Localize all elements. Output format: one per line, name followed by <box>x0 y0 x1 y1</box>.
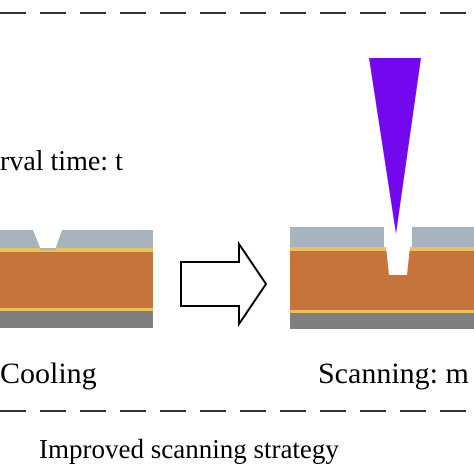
scanning-groove-trench <box>384 227 412 275</box>
laser-beam-icon <box>369 58 421 234</box>
interval-time-label: rval time: t <box>0 146 123 177</box>
cooling-base-layer <box>0 310 153 328</box>
cooling-sample <box>0 230 153 328</box>
cooling-top-layer-with-groove <box>0 230 153 250</box>
scanning-substrate-layer <box>290 251 474 313</box>
right-arrow-icon <box>180 240 268 328</box>
cooling-upper-thin-line <box>0 248 153 252</box>
scanning-lower-thin-line <box>290 310 474 313</box>
cooling-substrate-layer <box>0 252 153 311</box>
scanning-sample <box>290 227 474 329</box>
scanning-base-layer <box>290 312 474 329</box>
scanning-top-layer-left <box>290 227 384 247</box>
scanning-top-layer-right <box>412 227 474 247</box>
scanning-upper-thin-line <box>290 247 474 251</box>
cooling-label: Cooling <box>0 357 97 390</box>
caption-title: Improved scanning strategy <box>39 434 339 464</box>
cooling-lower-thin-line <box>0 308 153 311</box>
scanning-label: Scanning: m <box>318 357 469 390</box>
